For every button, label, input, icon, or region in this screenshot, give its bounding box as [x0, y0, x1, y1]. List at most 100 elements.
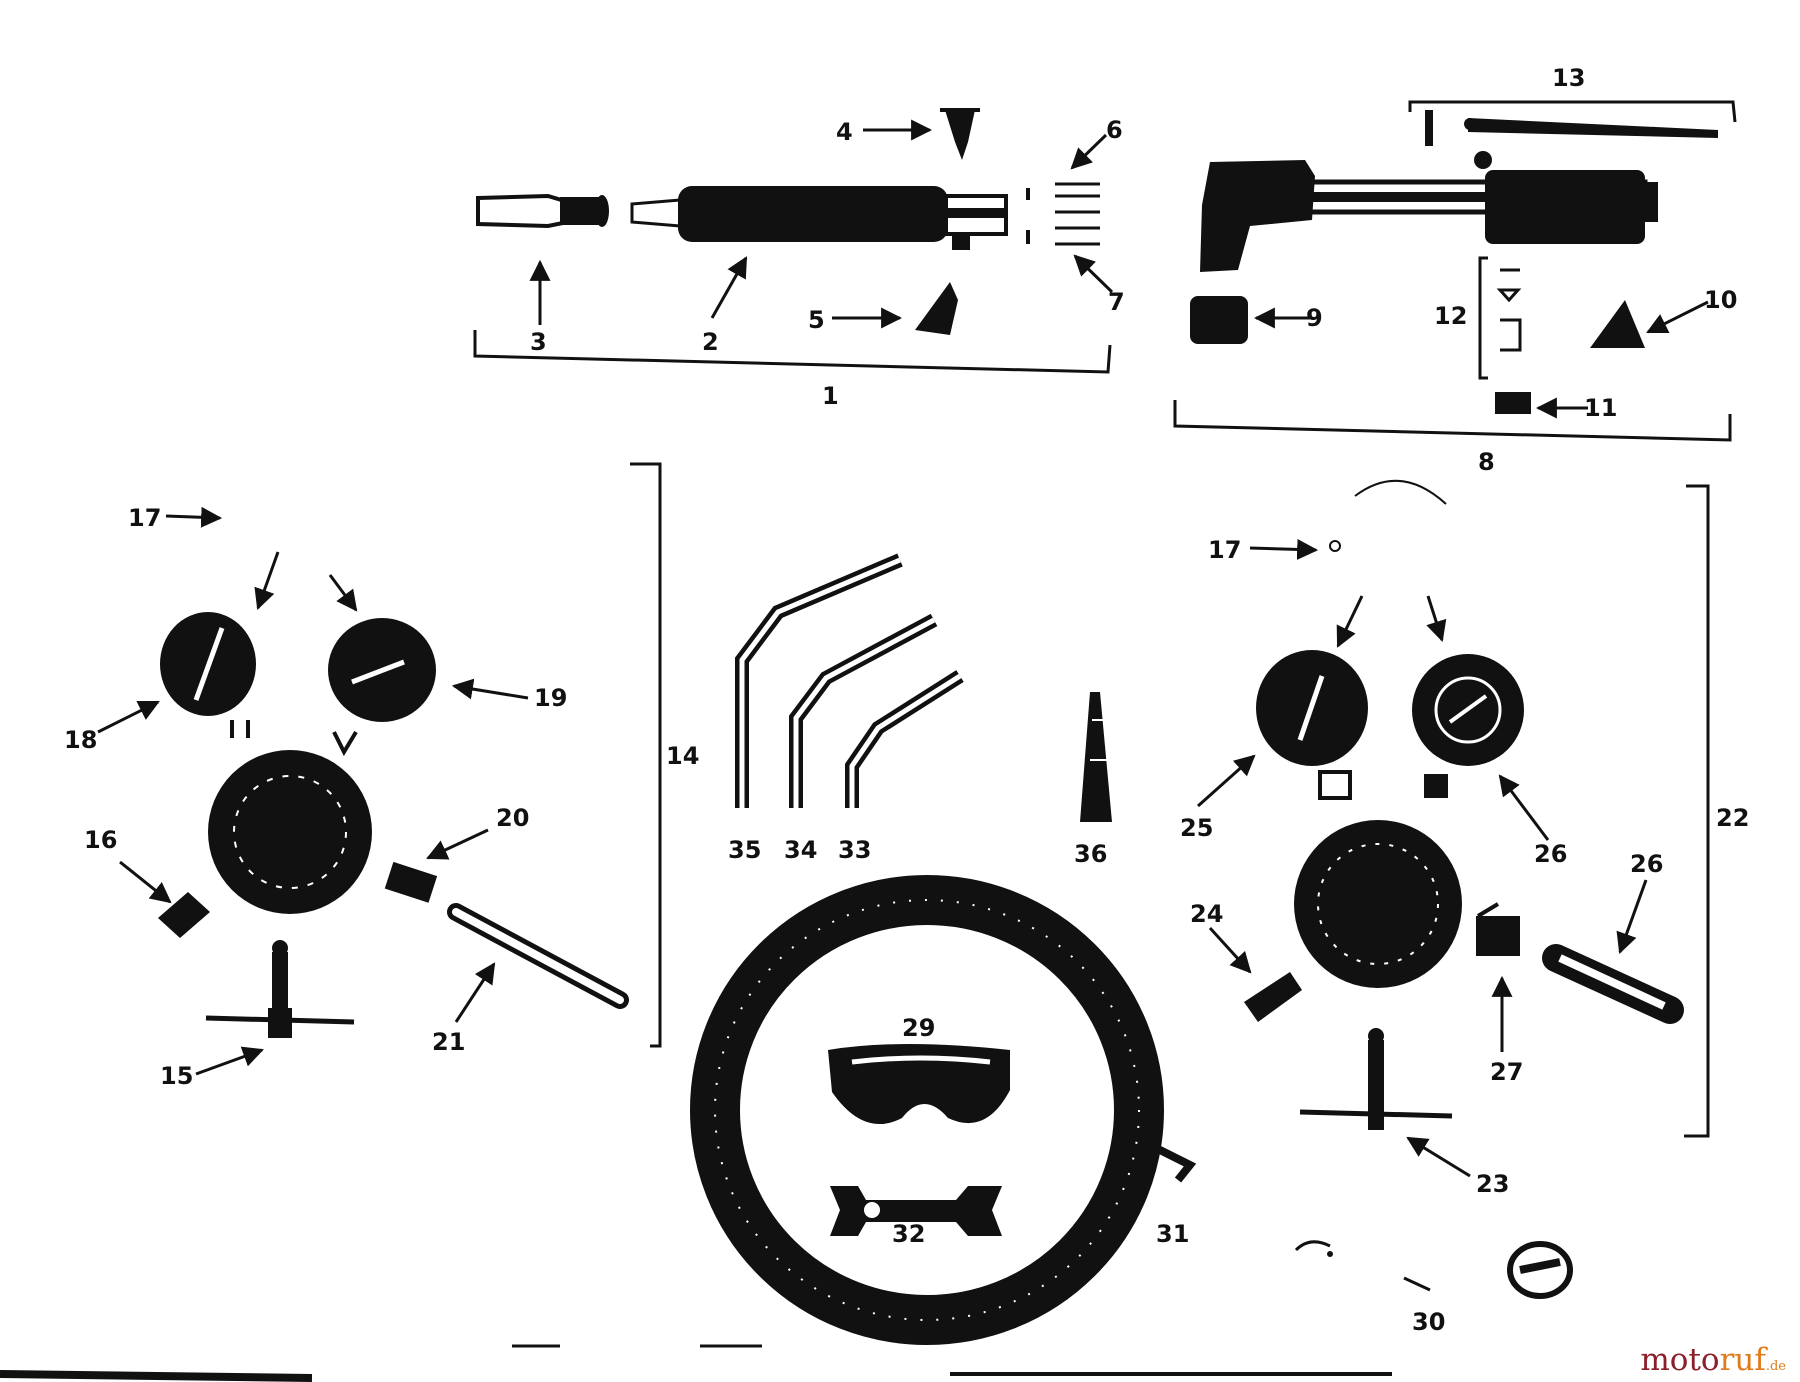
label-25: 25 [1180, 814, 1213, 842]
nut-part-11 [1495, 392, 1531, 414]
watermark-part-2: ruf [1719, 1342, 1766, 1378]
part-labels: 1 2 3 4 5 6 7 8 9 10 11 12 13 14 15 16 1… [64, 64, 1749, 1336]
lever-part-13 [1425, 110, 1718, 146]
label-21: 21 [432, 1028, 465, 1056]
leader-23 [1406, 1136, 1471, 1178]
label-9: 9 [1306, 304, 1323, 332]
bracket-part-8 [1173, 400, 1732, 442]
label-32: 32 [892, 1220, 925, 1248]
torch-tip-part-3 [476, 193, 609, 229]
watermark-logo: motoruf.de [1640, 1342, 1786, 1378]
fittings-part-6-7 [1026, 182, 1100, 246]
label-33: 33 [838, 836, 871, 864]
part-9 [1190, 296, 1248, 344]
left-regulator [97, 462, 662, 1076]
label-14: 14 [666, 742, 699, 770]
label-27: 27 [1490, 1058, 1523, 1086]
right-regulator [1197, 479, 1710, 1178]
leader-10 [1646, 300, 1709, 334]
adjust-screw-part-23 [1299, 1028, 1453, 1130]
leader-17a-left [254, 551, 280, 610]
watermark-part-3: .de [1765, 1359, 1786, 1374]
leader-20 [426, 828, 489, 860]
gauge-part-26 [1412, 654, 1524, 798]
regulator-body-right [1294, 820, 1462, 988]
tip-part-36 [1080, 692, 1112, 822]
label-17b: 17 [1208, 536, 1241, 564]
leader-24 [1208, 926, 1252, 974]
fitting-part-28 [1542, 944, 1684, 1024]
torch-assembly [473, 108, 1114, 374]
gauge-part-18 [160, 612, 256, 738]
bracket-part-14 [630, 462, 662, 1048]
leader-21 [454, 962, 496, 1023]
leader-7 [1073, 254, 1114, 294]
adjust-screw-part-15 [205, 940, 355, 1038]
label-10: 10 [1704, 286, 1737, 314]
label-11: 11 [1584, 394, 1617, 422]
label-36: 36 [1074, 840, 1107, 868]
gauge-part-25 [1256, 650, 1368, 800]
leader-26a [1498, 774, 1550, 841]
bracket-part-22 [1684, 484, 1710, 1138]
small-parts-30 [1294, 1240, 1573, 1299]
leader-6 [1070, 133, 1108, 170]
fitting-part-16 [158, 892, 210, 938]
bracket-part-1 [473, 330, 1112, 374]
label-23: 23 [1476, 1170, 1509, 1198]
fitting-part-20 [384, 861, 438, 903]
leader-17b-left [1336, 595, 1364, 648]
leader-2 [710, 256, 748, 319]
leader-25 [1197, 754, 1256, 808]
leader-17b [1249, 538, 1319, 560]
bracket-part-13 [1408, 100, 1737, 123]
label-18: 18 [64, 726, 97, 754]
leader-17a-right [328, 574, 358, 612]
label-19: 19 [534, 684, 567, 712]
hose-part-31 [690, 875, 1197, 1345]
leader-17b-right [1426, 595, 1447, 643]
leader-19 [451, 678, 529, 700]
label-26b: 26 [1630, 850, 1663, 878]
fitting-part-24 [1244, 972, 1302, 1022]
label-22: 22 [1716, 804, 1749, 832]
label-29: 29 [902, 1014, 935, 1042]
label-30: 30 [1412, 1308, 1445, 1336]
cutting-tips [735, 553, 1112, 822]
part-12 [1478, 256, 1522, 380]
label-26a: 26 [1534, 840, 1567, 868]
leader-16 [119, 860, 172, 904]
label-20: 20 [496, 804, 529, 832]
watermark-part-1: moto [1640, 1342, 1720, 1378]
label-4: 4 [836, 118, 853, 146]
label-31: 31 [1156, 1220, 1189, 1248]
torch-handle-part-2 [630, 186, 1008, 250]
valve-part-5 [915, 282, 958, 335]
label-1: 1 [822, 382, 839, 410]
label-35: 35 [728, 836, 761, 864]
tip-part-34 [789, 613, 938, 808]
label-13: 13 [1552, 64, 1585, 92]
label-8: 8 [1478, 448, 1495, 476]
hose-fitting-part-21 [447, 903, 629, 1009]
label-12: 12 [1434, 302, 1467, 330]
cutting-attachment [1173, 100, 1737, 442]
label-17a: 17 [128, 504, 161, 532]
goggles-part-29 [828, 1044, 1010, 1125]
leader-26b [1616, 879, 1648, 954]
leader-15 [195, 1046, 264, 1076]
regulator-body [208, 750, 372, 914]
valve-part-4 [940, 108, 980, 160]
leader-18 [97, 700, 160, 734]
label-6: 6 [1106, 116, 1123, 144]
bottom-rule-left [0, 1370, 313, 1382]
tip-part-10 [1590, 300, 1645, 348]
fitting-part-27 [1476, 902, 1520, 956]
label-2: 2 [702, 328, 719, 356]
label-5: 5 [808, 306, 825, 334]
leader-17a [165, 506, 223, 528]
label-24: 24 [1190, 900, 1223, 928]
label-34: 34 [784, 836, 817, 864]
label-16: 16 [84, 826, 117, 854]
